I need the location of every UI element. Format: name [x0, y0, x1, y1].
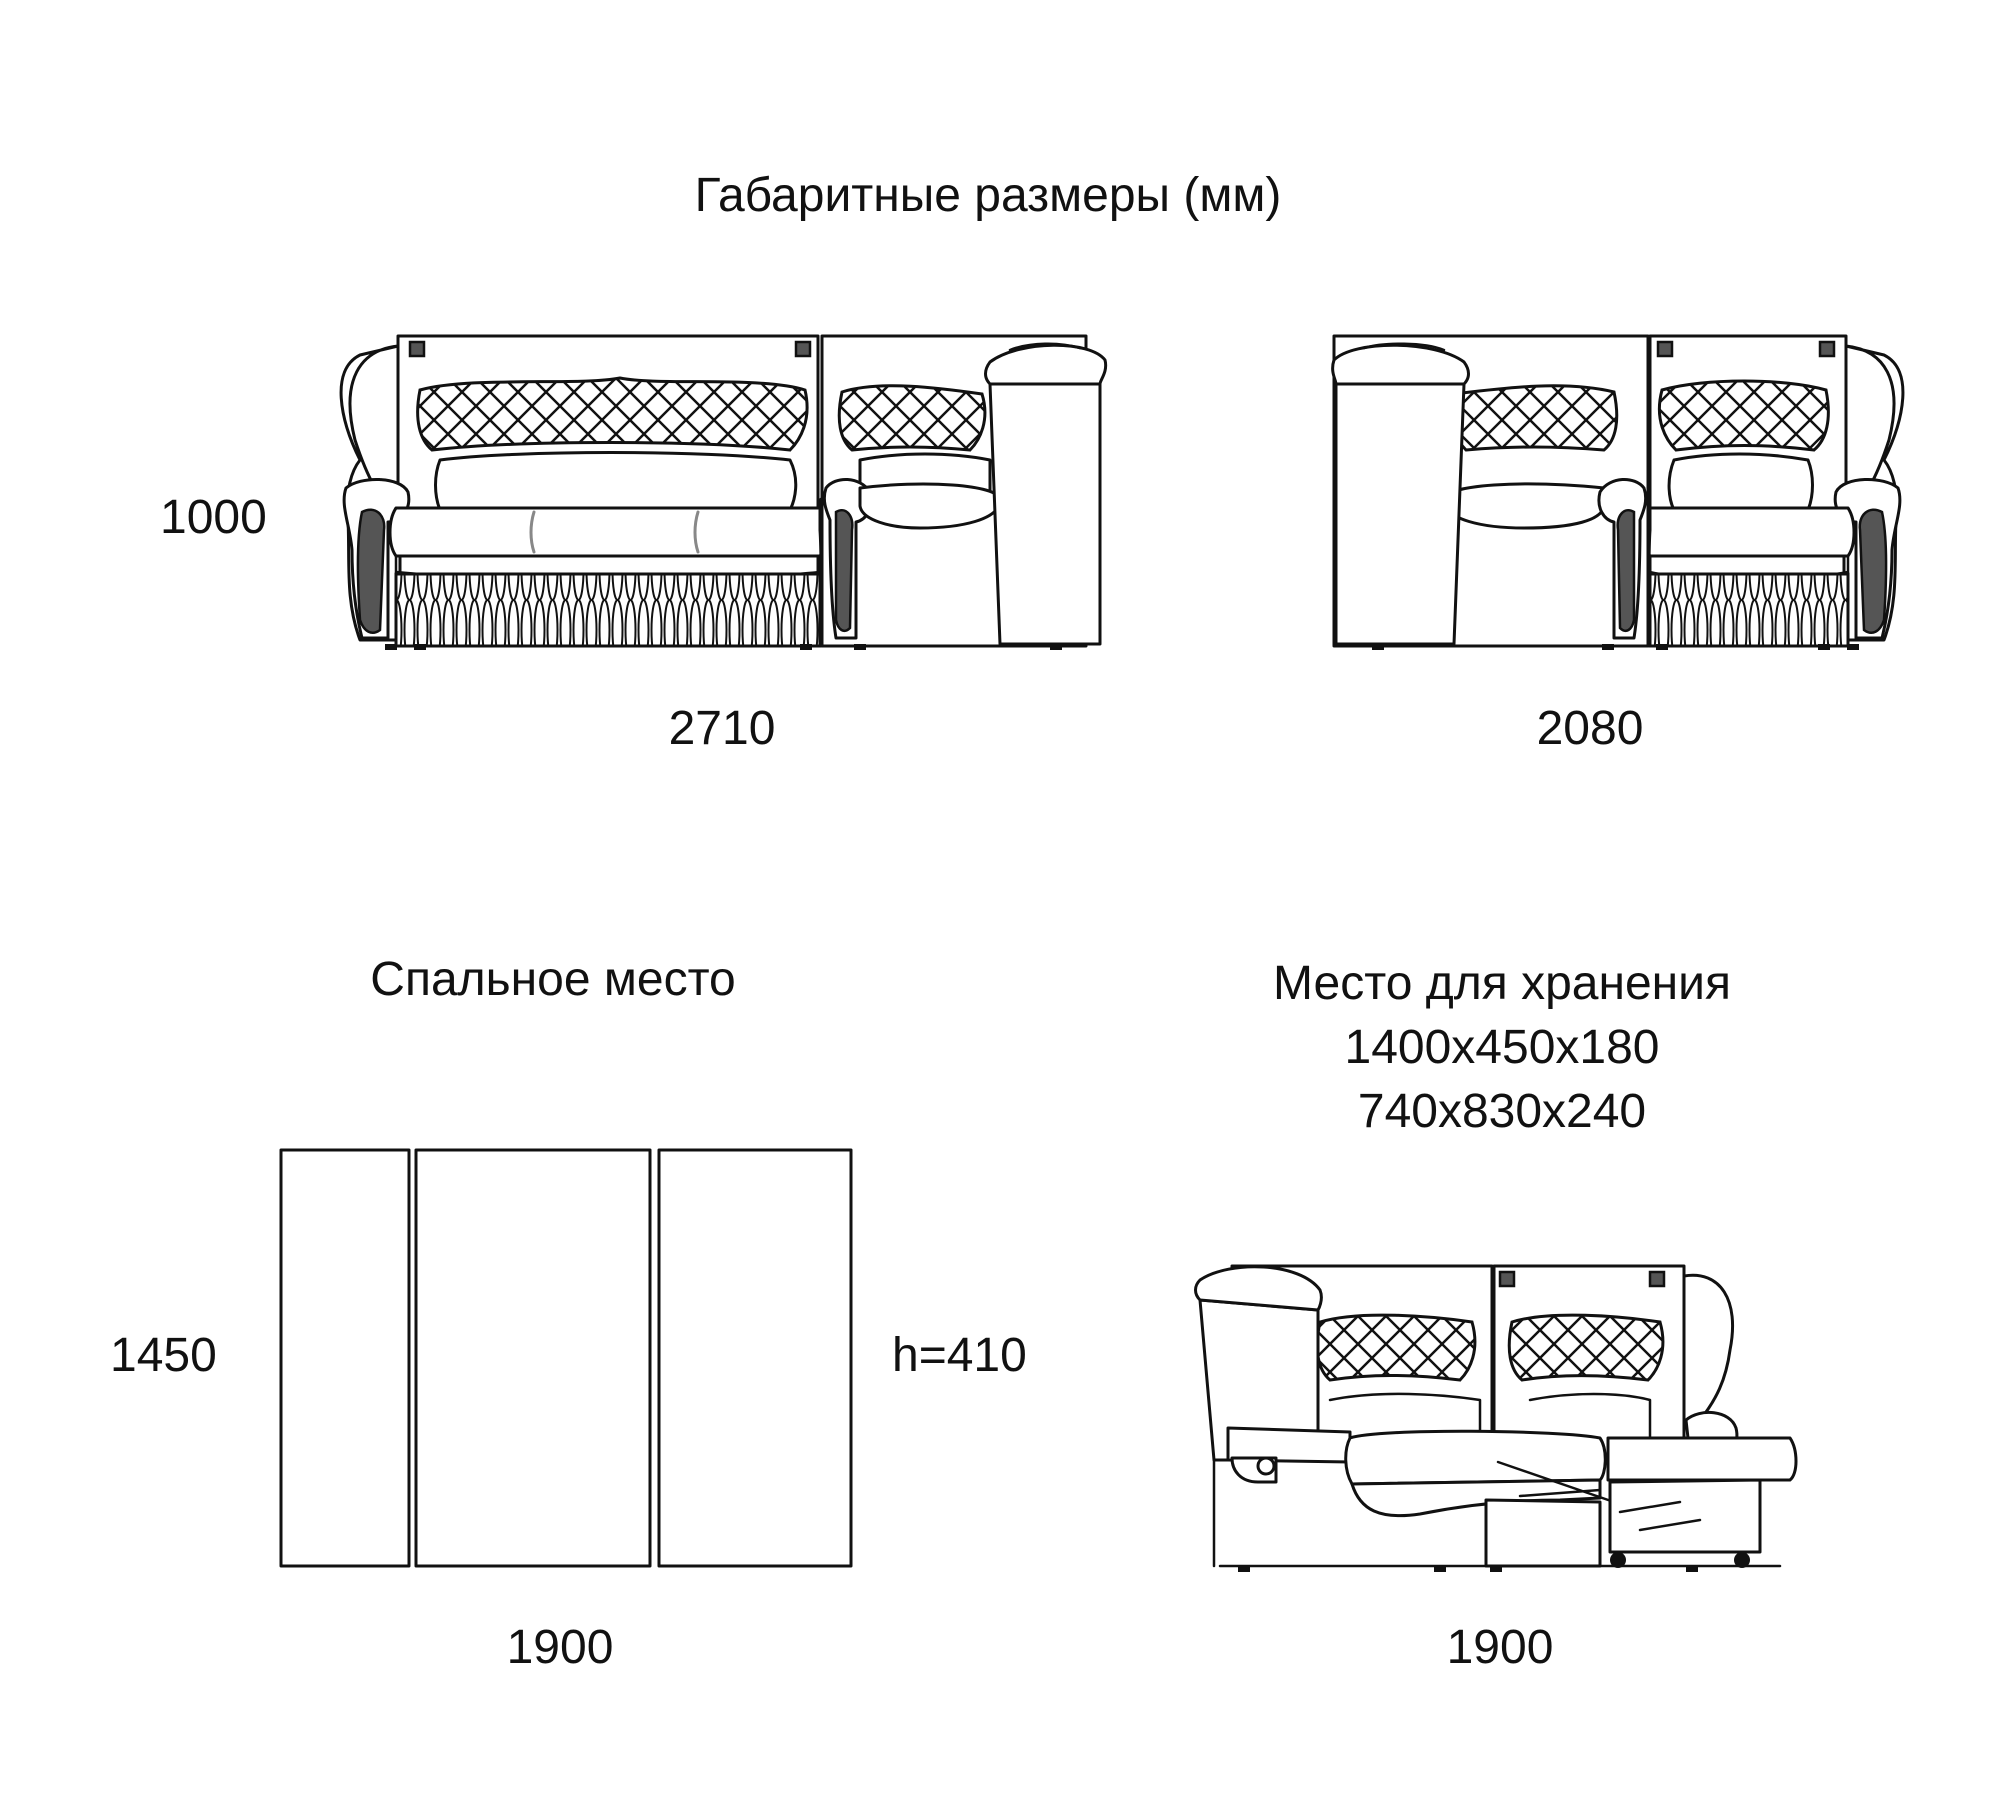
sleeping-section-3: [657, 1148, 853, 1568]
overall-height-label: 1000: [160, 491, 267, 544]
sleeping-title: Спальное место: [370, 953, 736, 1006]
sleeping-section-2: [414, 1148, 652, 1568]
storage-sofa-unfolded-view: [1194, 1264, 1798, 1572]
sleeping-section-1: [279, 1148, 411, 1568]
storage-size-2: 740x830x240: [1357, 1085, 1647, 1138]
sleeping-width-label: 1450: [110, 1329, 217, 1382]
left-sofa-width-label: 2710: [668, 702, 776, 755]
diagram-title: Габаритные размеры (мм): [694, 169, 1282, 222]
corner-sofa-front-view-left: [339, 334, 1108, 650]
sleeping-height-label: h=410: [892, 1329, 1027, 1382]
corner-sofa-front-view-right: [1331, 334, 1905, 650]
storage-title: Место для хранения: [1273, 957, 1731, 1010]
storage-length-label: 1900: [1446, 1621, 1554, 1674]
sleeping-length-label: 1900: [506, 1621, 614, 1674]
storage-size-1: 1400x450x180: [1344, 1021, 1660, 1074]
sleeping-place-plan: [279, 1148, 853, 1568]
right-sofa-width-label: 2080: [1536, 702, 1644, 755]
